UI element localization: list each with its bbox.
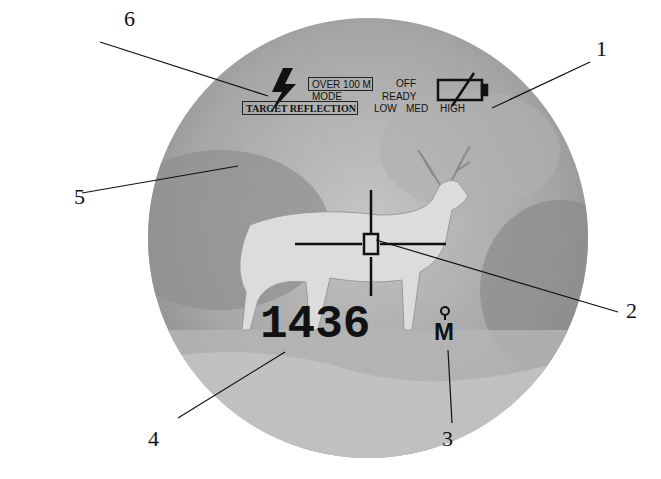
unit-icon-head: [441, 307, 449, 320]
reflection-level: LOW: [374, 104, 397, 114]
reflection-box: TARGET REFLECTION: [242, 101, 358, 115]
leader-lines: [82, 42, 618, 423]
status-text: READY: [382, 92, 416, 102]
scene: [110, 90, 640, 470]
mode-text: OFF: [396, 79, 416, 89]
reflection-level: HIGH: [440, 104, 465, 114]
unit-icon: M: [434, 320, 454, 344]
distance-readout: 1436: [260, 302, 370, 348]
callout-number: 1: [596, 38, 607, 60]
box-text: OVER 100 M: [312, 80, 369, 90]
callout-number: 6: [124, 8, 135, 30]
callout-number: 5: [74, 186, 85, 208]
mode-box: OVER 100 M: [308, 77, 373, 91]
battery-icon: [438, 73, 487, 106]
callout-number: 2: [626, 300, 637, 322]
box-text: TARGET REFLECTION: [246, 104, 354, 114]
callout-number: 3: [442, 428, 453, 450]
reflection-level: MED: [406, 104, 428, 114]
callout-number: 4: [148, 428, 159, 450]
crosshair: [295, 190, 446, 296]
